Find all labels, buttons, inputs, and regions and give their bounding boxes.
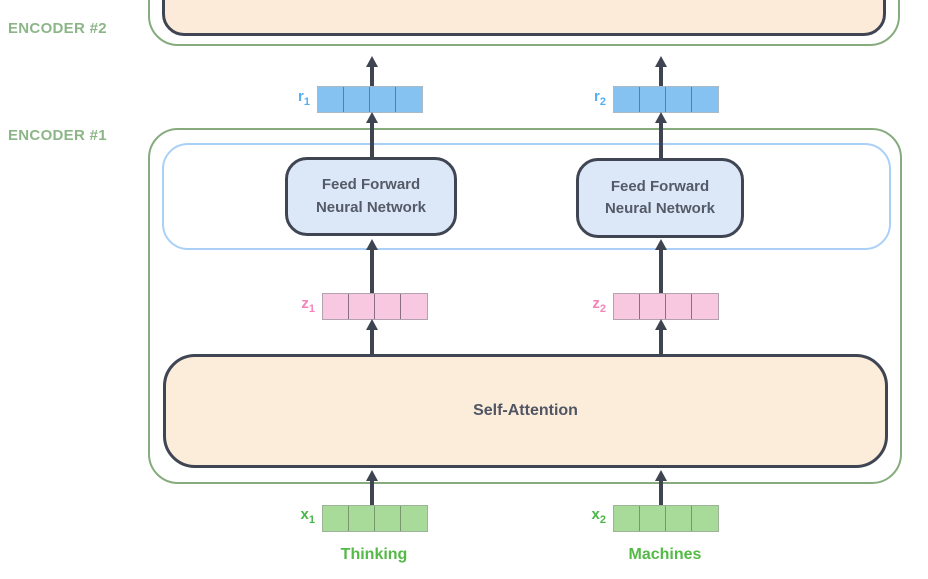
ffnn2-line2: Neural Network [604, 200, 716, 217]
arrow-z2-to-ffnn2 [654, 239, 668, 293]
arrow-x2-to-attention [654, 470, 668, 505]
vector-cell [375, 294, 401, 319]
vector-z1-label: z1 [301, 295, 315, 315]
vector-cell [640, 506, 666, 531]
ffnn1-line1: Feed Forward [321, 176, 421, 193]
feed-forward-layer-box [162, 143, 891, 250]
ffnn1-text: Feed Forward Neural Network [316, 174, 426, 219]
arrowhead-icon [655, 239, 667, 250]
vector-z1 [322, 293, 428, 320]
vector-r2 [613, 86, 719, 113]
vector-cell [323, 506, 349, 531]
ffnn1-line2: Neural Network [315, 198, 427, 216]
vector-cell [401, 294, 427, 319]
vector-cell [666, 294, 692, 319]
ffnn1-box: Feed Forward Neural Network [285, 157, 457, 236]
vector-cell [370, 87, 396, 112]
ffnn2-line1: Feed Forward [610, 177, 710, 195]
arrowhead-icon [366, 112, 378, 123]
vector-z2-label: z2 [592, 295, 606, 315]
vector-x2 [613, 505, 719, 532]
ffnn2-box: Feed Forward Neural Network [576, 158, 744, 238]
self-attention-text: Self-Attention [473, 402, 578, 419]
arrowhead-icon [366, 470, 378, 481]
vector-cell [344, 87, 370, 112]
vector-x1 [322, 505, 428, 532]
vector-cell [323, 294, 349, 319]
vector-cell [692, 506, 718, 531]
token-machines: Machines [628, 546, 702, 563]
vector-cell [666, 506, 692, 531]
arrow-attention-to-z1 [365, 319, 379, 355]
arrow-x1-to-attention [365, 470, 379, 505]
token-thinking: Thinking [340, 546, 408, 563]
vector-cell [692, 294, 718, 319]
encoder2-box [148, 0, 900, 46]
vector-x2-label: x2 [591, 506, 606, 526]
vector-cell [640, 87, 666, 112]
vector-cell [318, 87, 344, 112]
vector-r2-label: r2 [594, 88, 606, 108]
encoder1-label: ENCODER #1 [8, 127, 107, 144]
arrowhead-icon [655, 470, 667, 481]
arrow-attention-to-z2 [654, 319, 668, 355]
arrow-ffnn2-to-r2 [654, 112, 668, 158]
arrowhead-icon [655, 112, 667, 123]
self-attention-box: Self-Attention [163, 354, 888, 468]
ffnn2-text: Feed Forward Neural Network [605, 176, 715, 221]
vector-cell [614, 294, 640, 319]
encoder2-label: ENCODER #2 [8, 20, 107, 37]
arrow-r2-to-encoder2 [654, 56, 668, 86]
vector-cell [692, 87, 718, 112]
encoder1-box [148, 128, 902, 484]
vector-cell [396, 87, 422, 112]
arrow-ffnn1-to-r1 [365, 112, 379, 158]
arrow-r1-to-encoder2 [365, 56, 379, 86]
vector-cell [401, 506, 427, 531]
encoder2-self-attention-box [162, 0, 886, 36]
vector-cell [349, 294, 375, 319]
vector-z2 [613, 293, 719, 320]
vector-cell [614, 87, 640, 112]
arrowhead-icon [655, 56, 667, 67]
arrowhead-icon [655, 319, 667, 330]
arrowhead-icon [366, 319, 378, 330]
vector-cell [375, 506, 401, 531]
vector-cell [666, 87, 692, 112]
arrowhead-icon [366, 56, 378, 67]
vector-cell [349, 506, 375, 531]
vector-cell [614, 506, 640, 531]
vector-x1-label: x1 [300, 506, 315, 526]
vector-cell [640, 294, 666, 319]
vector-r1-label: r1 [298, 88, 310, 108]
arrowhead-icon [366, 239, 378, 250]
vector-r1 [317, 86, 423, 113]
arrow-z1-to-ffnn1 [365, 239, 379, 293]
